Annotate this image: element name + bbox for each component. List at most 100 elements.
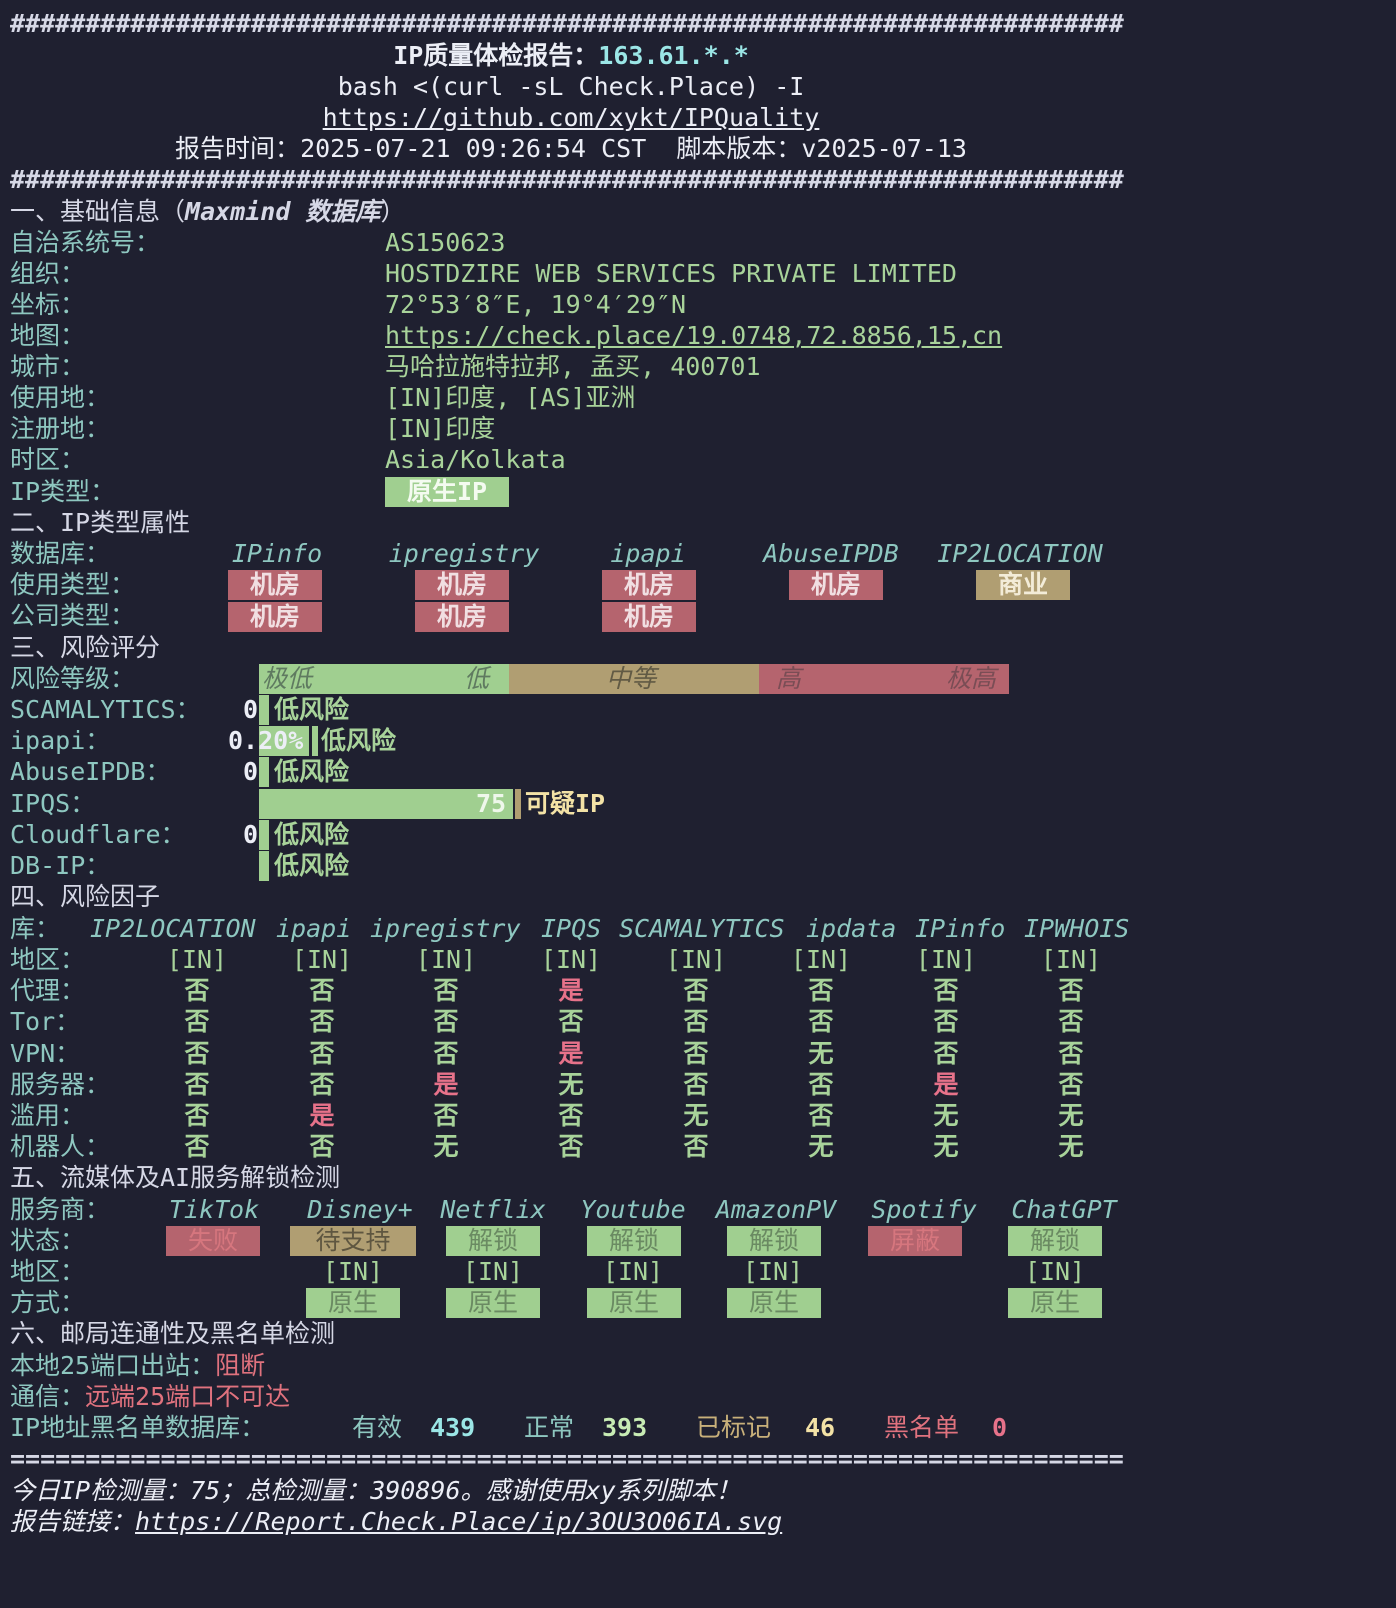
blacklist-label: IP地址黑名单数据库： xyxy=(10,1413,266,1442)
region-amazonpv: [IN] xyxy=(742,1257,804,1286)
ipapi-risk-label: ipapi： xyxy=(10,726,111,755)
region-label: 地区： xyxy=(10,1257,86,1286)
ipqs-risk-label: IPQS： xyxy=(10,789,96,818)
region-netflix: [IN] xyxy=(462,1257,524,1286)
org-label: 组织： xyxy=(10,259,86,288)
factor-server-ipqs: 无 xyxy=(558,1069,584,1099)
registered-location-value: [IN]印度 xyxy=(385,414,496,443)
risk-level-label: 风险等级： xyxy=(10,664,136,693)
factor-tor-ipqs: 否 xyxy=(558,1007,584,1037)
usage-type-abuseipdb: 机房 xyxy=(789,570,883,600)
factor-region-ipqs: [IN] xyxy=(540,945,602,974)
status-spotify: 屏蔽 xyxy=(868,1226,962,1256)
port25-label: 本地25端口出站： xyxy=(10,1351,216,1380)
comm-line: 通信：远端25端口不可达 xyxy=(10,1381,290,1413)
factor-abuse-ip2location: 否 xyxy=(184,1101,210,1130)
factor-proxy-ipinfo: 否 xyxy=(933,976,959,1006)
lib-ip2location: IP2LOCATION xyxy=(90,914,256,943)
factor-vpn-ipdata: 无 xyxy=(808,1038,834,1068)
blacklist-black-label: 黑名单 xyxy=(884,1413,960,1442)
section-risk-heading: 三、风险评分 xyxy=(10,633,161,662)
ipapi-risk-score: 0.20% xyxy=(228,726,304,755)
status-netflix: 解锁 xyxy=(446,1226,540,1256)
registered-location-label: 注册地： xyxy=(10,414,111,443)
report-title-ip: 163.61.*.* xyxy=(598,41,749,70)
ipapi-risk-bar xyxy=(259,726,309,756)
cloudflare-risk-bar xyxy=(259,820,269,850)
lib-scamalytics: SCAMALYTICS xyxy=(619,914,785,943)
factor-tor-ipdata: 否 xyxy=(808,1007,834,1037)
map-link[interactable]: https://check.place/19.0748,72.8856,15,c… xyxy=(385,321,1003,350)
region-youtube: [IN] xyxy=(602,1257,664,1286)
factor-bot-label: 机器人： xyxy=(10,1132,111,1162)
factor-tor-ipapi: 否 xyxy=(309,1007,335,1037)
factor-bot-ipwhois: 无 xyxy=(1058,1132,1084,1162)
factor-abuse-ipapi: 是 xyxy=(309,1101,335,1130)
risk-scale-very-low: 极低 xyxy=(262,664,313,693)
factor-server-ip2location: 否 xyxy=(184,1069,210,1099)
eq-divider: ========================================… xyxy=(10,1444,1124,1473)
factor-vpn-scamalytics: 否 xyxy=(683,1038,709,1068)
factor-server-ipdata: 否 xyxy=(808,1069,834,1099)
section-mail-heading: 六、邮局连通性及黑名单检测 xyxy=(10,1319,336,1348)
provider-tiktok: TikTok xyxy=(168,1195,260,1224)
abuseipdb-risk-verdict: 低风险 xyxy=(274,757,350,786)
dbip-risk-bar xyxy=(259,851,269,881)
ip-type-label: IP类型： xyxy=(10,477,116,506)
company-type-ipapi: 机房 xyxy=(602,602,696,632)
scamalytics-bar xyxy=(259,695,269,725)
script-version-value: v2025-07-13 xyxy=(801,134,967,163)
report-link-url[interactable]: https://Report.Check.Place/ip/3OU3O06IA.… xyxy=(135,1507,783,1536)
cloudflare-risk-label: Cloudflare： xyxy=(10,820,186,849)
abuseipdb-risk-label: AbuseIPDB： xyxy=(10,757,171,786)
region-chatgpt: [IN] xyxy=(1024,1257,1086,1286)
provider-amazonpv: AmazonPV xyxy=(715,1195,837,1224)
usage-type-ipapi: 机房 xyxy=(602,570,696,600)
company-type-ipregistry: 机房 xyxy=(415,602,509,632)
factor-proxy-label: 代理： xyxy=(10,976,86,1006)
factor-region-ipinfo: [IN] xyxy=(915,945,977,974)
factor-proxy-ipregistry: 否 xyxy=(433,976,459,1006)
region-disney: [IN] xyxy=(322,1257,384,1286)
usage-location-label: 使用地： xyxy=(10,383,111,412)
cloudflare-risk-score: 0 xyxy=(243,820,259,849)
abuseipdb-risk-score: 0 xyxy=(243,757,259,786)
asn-value: AS150623 xyxy=(385,228,506,257)
blacklist-black-value: 0 xyxy=(992,1413,1008,1442)
report-time-value: 2025-07-21 09:26:54 CST xyxy=(300,134,647,163)
scamalytics-label: SCAMALYTICS： xyxy=(10,695,201,724)
factor-server-label: 服务器： xyxy=(10,1069,111,1099)
method-label: 方式： xyxy=(10,1288,86,1317)
factor-proxy-scamalytics: 否 xyxy=(683,976,709,1006)
script-version-label: 脚本版本： xyxy=(676,134,802,163)
ip-type-badge: 原生IP xyxy=(385,477,509,507)
usage-type-ipinfo: 机房 xyxy=(228,570,322,600)
factor-region-ipregistry: [IN] xyxy=(415,945,477,974)
repo-link[interactable]: https://github.com/xykt/IPQuality xyxy=(322,103,820,132)
provider-label: 服务商： xyxy=(10,1195,111,1224)
ipqs-risk-marker xyxy=(515,789,521,819)
risk-scale-high: 高 xyxy=(776,664,802,693)
blacklist-marked-value: 46 xyxy=(805,1413,836,1442)
factor-server-ipregistry: 是 xyxy=(433,1069,459,1099)
status-disney: 待支持 xyxy=(290,1226,416,1256)
city-value: 马哈拉施特拉邦, 孟买, 400701 xyxy=(385,352,761,381)
blacklist-normal-label: 正常 xyxy=(524,1413,575,1442)
hash-divider-bottom: ########################################… xyxy=(10,165,1124,194)
factor-vpn-ipqs: 是 xyxy=(558,1038,584,1068)
risk-scale-low-segment xyxy=(259,664,509,694)
blacklist-marked-label: 已标记 xyxy=(696,1413,772,1442)
status-youtube: 解锁 xyxy=(587,1226,681,1256)
usage-type-label: 使用类型： xyxy=(10,570,136,599)
map-label: 地图： xyxy=(10,321,86,350)
method-chatgpt: 原生 xyxy=(1008,1288,1102,1318)
factor-vpn-ipwhois: 否 xyxy=(1058,1038,1084,1068)
factor-tor-ip2location: 否 xyxy=(184,1007,210,1037)
factor-vpn-ipregistry: 否 xyxy=(433,1038,459,1068)
lib-ipapi: ipapi xyxy=(276,914,352,943)
db-ipregistry: ipregistry xyxy=(388,539,540,568)
factor-bot-ipapi: 否 xyxy=(309,1132,335,1162)
scamalytics-score: 0 xyxy=(243,695,259,724)
port25-value: 阻断 xyxy=(215,1351,266,1380)
org-value: HOSTDZIRE WEB SERVICES PRIVATE LIMITED xyxy=(385,259,957,288)
